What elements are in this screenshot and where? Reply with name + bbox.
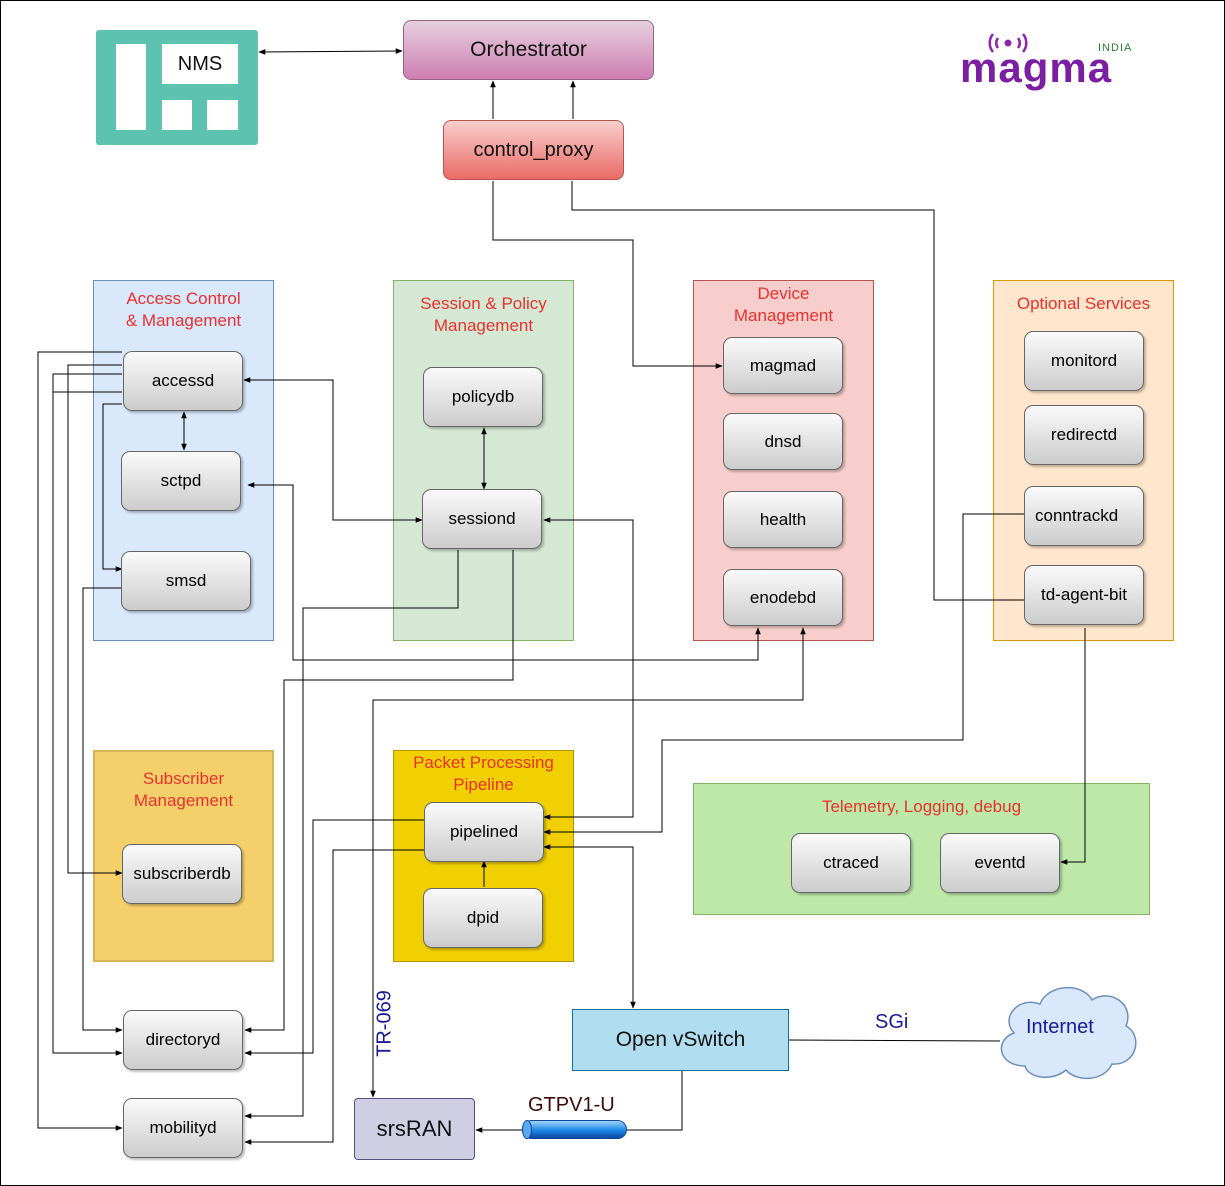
orchestrator-label: Orchestrator: [470, 38, 587, 61]
magmad-service[interactable]: magmad: [723, 337, 843, 394]
mobilityd-service[interactable]: mobilityd: [123, 1098, 243, 1158]
health-service[interactable]: health: [723, 491, 843, 548]
edge-pipelined-directoryd: [244, 819, 424, 1056]
eventd-label: eventd: [974, 853, 1026, 872]
edge-accessd-subscriberdb: [67, 364, 123, 876]
accessd-label: accessd: [151, 371, 215, 390]
subscriberdb-label: subscriberdb: [133, 864, 231, 883]
smsd-label: smsd: [165, 571, 207, 590]
edge-accessd-mobilityd-a: [52, 373, 123, 1056]
enodebd-service[interactable]: enodebd: [723, 569, 843, 626]
edge-sessiond-directoryd: [244, 550, 459, 1119]
smsd-service[interactable]: smsd: [121, 551, 251, 611]
edge-sessiond-pipelined: [543, 517, 634, 820]
dnsd-service[interactable]: dnsd: [723, 413, 843, 470]
redirectd-service[interactable]: redirectd: [1024, 405, 1144, 465]
pipelined-label: pipelined: [449, 822, 519, 841]
enodebd-label: enodebd: [749, 587, 817, 607]
dpid-label: dpid: [466, 908, 500, 927]
policydb-service[interactable]: policydb: [423, 367, 543, 427]
monitord-service[interactable]: monitord: [1024, 331, 1144, 391]
group-subscriber-management-title: Subscriber Management: [133, 769, 234, 810]
ctraced-label: ctraced: [823, 853, 879, 872]
edge-enodebd-srsran: [370, 627, 806, 1098]
monitord-label: monitord: [1050, 351, 1118, 370]
edge-cp-magmad: [492, 181, 723, 369]
nms-tile-left: [162, 100, 192, 130]
conntrackd-service[interactable]: conntrackd: [1024, 486, 1144, 546]
ctraced-service[interactable]: ctraced: [791, 833, 911, 893]
dpid-service[interactable]: dpid: [423, 888, 543, 948]
policydb-label: policydb: [451, 387, 515, 406]
mobilityd-label: mobilityd: [149, 1118, 217, 1137]
pipelined-service[interactable]: pipelined: [424, 802, 544, 862]
orchestrator-node[interactable]: Orchestrator: [403, 20, 654, 80]
directoryd-label: directoryd: [145, 1030, 221, 1049]
group-device-management-title: Device Management: [733, 284, 834, 325]
group-optional-services-title: Optional Services: [1016, 294, 1151, 313]
subscriberdb-service[interactable]: subscriberdb: [122, 844, 242, 904]
magmad-label: magmad: [749, 355, 817, 375]
nms-sidebar-panel: [116, 44, 146, 130]
internet-cloud[interactable]: [990, 978, 1140, 1088]
edge-conntrackd-pipelined: [543, 513, 1024, 835]
nms-label: NMS: [177, 52, 223, 75]
open-vswitch-label: Open vSwitch: [615, 1028, 746, 1051]
control-proxy-label: control_proxy: [473, 138, 594, 161]
sessiond-label: sessiond: [448, 509, 516, 528]
directoryd-service[interactable]: directoryd: [123, 1010, 243, 1070]
srsran-label: srsRAN: [376, 1116, 453, 1141]
tower-icon: [988, 33, 1028, 53]
internet-label: Internet: [1026, 1016, 1094, 1038]
accessd-service[interactable]: accessd: [123, 351, 243, 411]
edge-smsd-directoryd: [82, 587, 123, 1033]
group-telemetry-title: Telemetry, Logging, debug: [821, 797, 1022, 816]
gtpv1u-label: GTPV1-U: [528, 1094, 615, 1116]
gtp-tunnel-cap: [522, 1120, 532, 1139]
gtp-tunnel-pipe: [522, 1120, 627, 1139]
edge-ovs-srsran: [627, 1070, 683, 1131]
td-agent-bit-service[interactable]: td-agent-bit: [1024, 565, 1144, 625]
sctpd-service[interactable]: sctpd: [121, 451, 241, 511]
edge-cp-tdagent: [571, 181, 1024, 601]
edge-pipelined-mobilityd: [244, 849, 424, 1145]
nms-header-panel: NMS: [162, 44, 238, 84]
edge-nms-orchestrator: [258, 48, 403, 55]
control-proxy-node[interactable]: control_proxy: [443, 120, 624, 180]
edge-tdagent-eventd: [1060, 628, 1086, 865]
dnsd-label: dnsd: [764, 431, 802, 451]
group-access-control-title: Access Control & Management: [125, 289, 242, 330]
td-agent-bit-label: td-agent-bit: [1041, 585, 1127, 604]
logo-tag: INDIA: [1098, 42, 1133, 54]
edge-accessd-directoryd-a: [37, 351, 123, 1131]
edge-ovs-internet: [788, 1039, 1001, 1042]
magma-logo: magma INDIA: [958, 30, 1143, 96]
redirectd-label: redirectd: [1050, 425, 1118, 444]
sctpd-label: sctpd: [160, 471, 202, 490]
tr069-label: TR-069: [373, 990, 396, 1057]
eventd-service[interactable]: eventd: [940, 833, 1060, 893]
group-session-policy-title: Session & Policy Management: [420, 294, 547, 335]
edge-accessd-smsd: [102, 403, 123, 572]
conntrackd-label: conntrackd: [1035, 506, 1119, 525]
sgi-label: SGi: [875, 1011, 909, 1033]
logo-word: magma: [960, 44, 1113, 91]
nms-block[interactable]: NMS: [96, 30, 258, 145]
sessiond-service[interactable]: sessiond: [422, 489, 542, 549]
edge-pipelined-ovs: [543, 844, 636, 1009]
edge-sessiond-mobility: [244, 550, 514, 1033]
nms-tile-right: [207, 100, 238, 130]
srsran-node[interactable]: srsRAN: [354, 1098, 475, 1160]
edge-accessd-sessiond: [243, 377, 423, 523]
open-vswitch-node[interactable]: Open vSwitch: [572, 1009, 789, 1071]
health-label: health: [759, 509, 807, 529]
